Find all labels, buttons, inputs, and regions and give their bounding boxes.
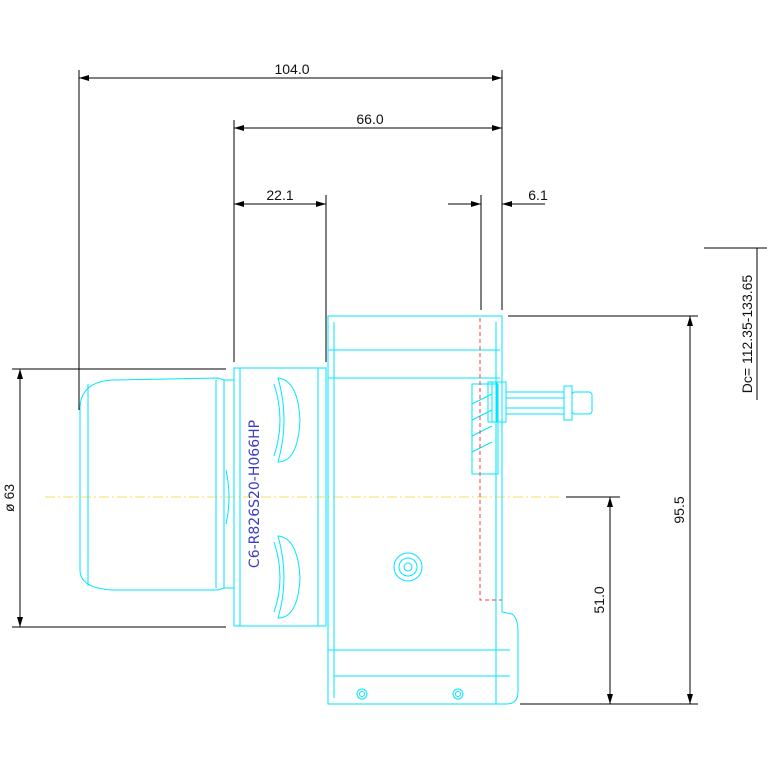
hidden-outline	[479, 318, 502, 601]
dim-dc-range: Dc= 112.35-133.65	[739, 275, 755, 394]
model-label: C6-R826S20-H066HP	[247, 420, 263, 568]
dim-body-length: 66.0	[356, 111, 383, 127]
dim-height: 95.5	[671, 496, 687, 523]
flange	[233, 367, 327, 627]
dim-offset: 6.1	[528, 187, 548, 203]
coolant-fitting	[487, 381, 593, 423]
dim-diameter: ø 63	[1, 484, 17, 512]
dimension-lines	[12, 70, 767, 705]
collet-nut	[79, 377, 234, 591]
dim-flange-length: 22.1	[266, 187, 293, 203]
dim-center-height: 51.0	[591, 586, 607, 613]
dim-overall-length: 104.0	[274, 61, 309, 77]
main-body	[327, 315, 519, 705]
